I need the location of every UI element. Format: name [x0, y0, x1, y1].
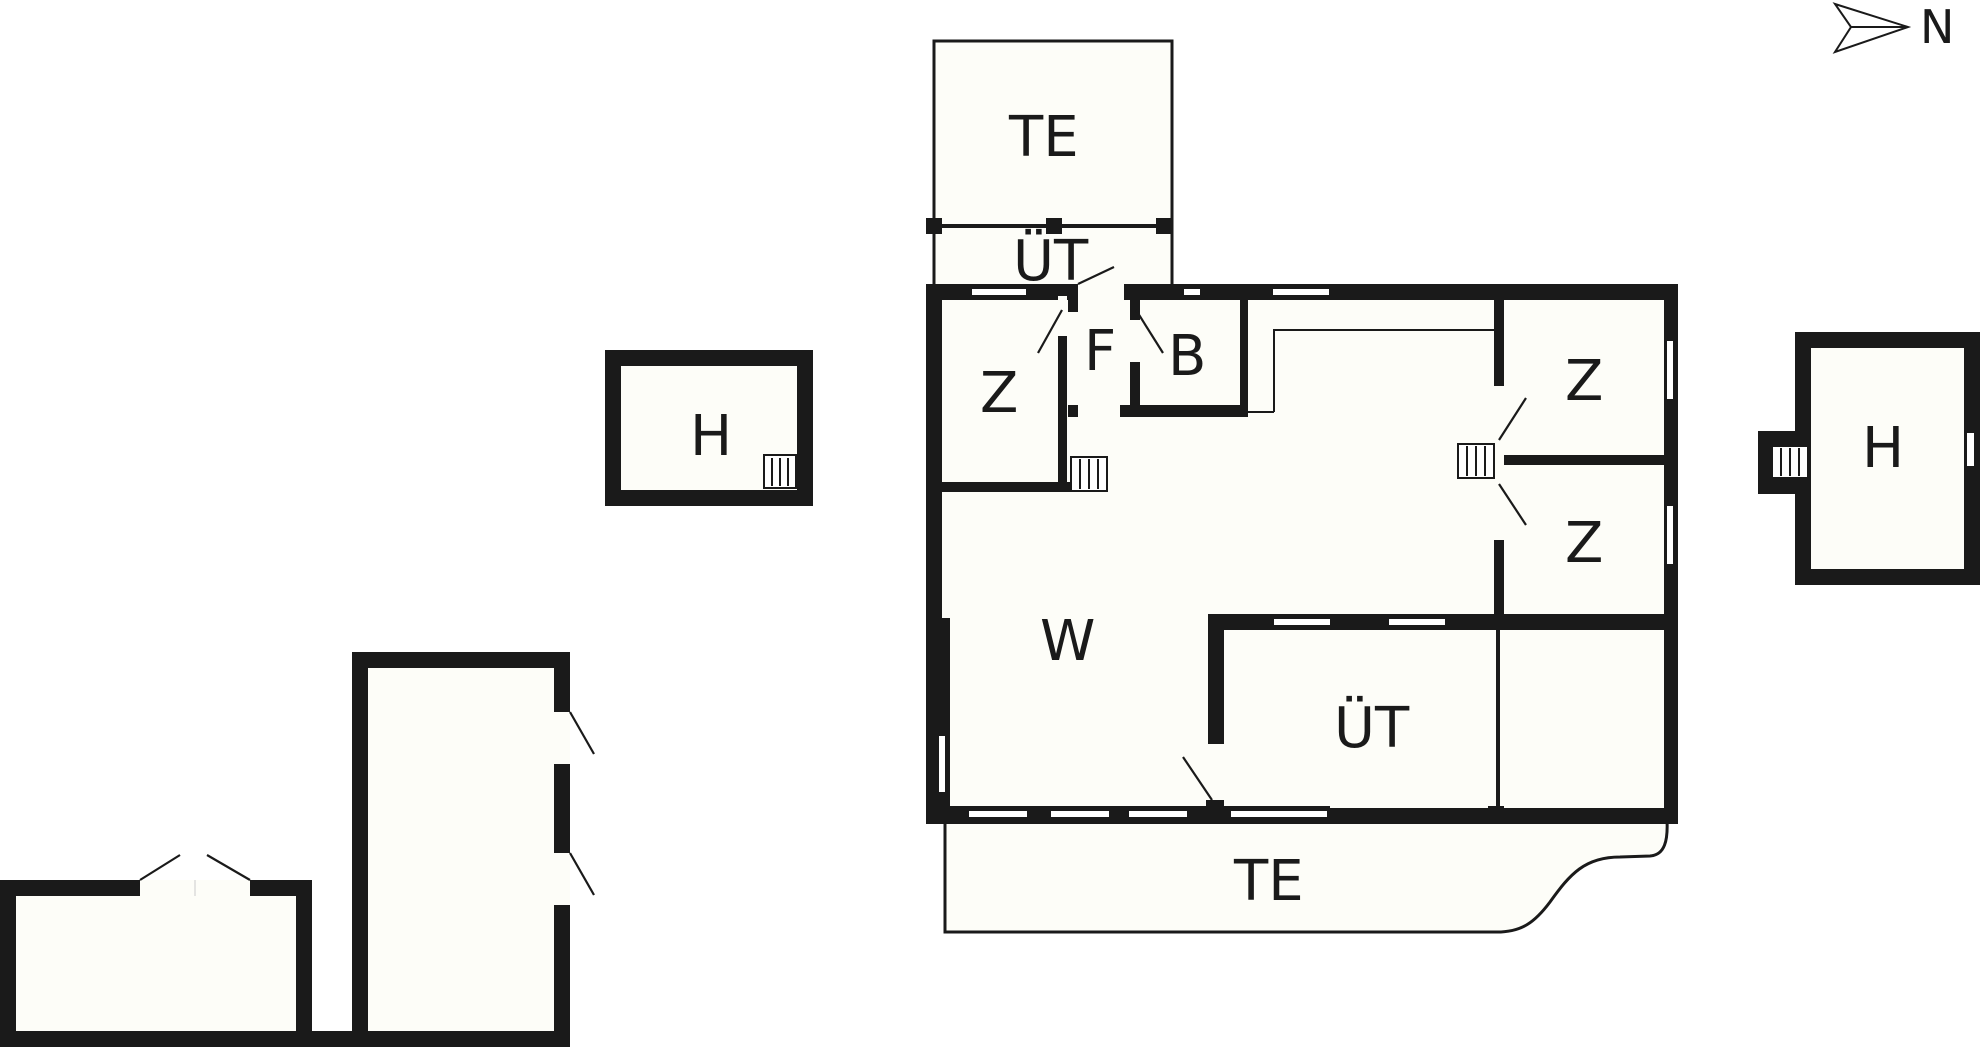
window: [967, 809, 1029, 819]
door: [1498, 483, 1527, 526]
door: [1182, 756, 1213, 801]
room-label-shed-west: H: [690, 404, 732, 469]
room-label-entrance-top: ÜT: [1013, 229, 1089, 294]
compass: N: [1832, 0, 1954, 54]
window: [1049, 809, 1111, 819]
door: [1077, 266, 1115, 285]
door: [569, 852, 595, 896]
window: [1665, 339, 1675, 401]
stairs: [763, 454, 797, 489]
window: [1965, 431, 1976, 468]
door: [1037, 309, 1063, 354]
door: [139, 854, 181, 881]
shed-east: H: [1758, 332, 1980, 585]
window: [1182, 287, 1202, 297]
door: [569, 711, 595, 755]
window: [1387, 617, 1447, 627]
window: [1229, 809, 1329, 819]
room-label-shed-east: H: [1862, 416, 1904, 481]
window: [970, 287, 1028, 297]
room-label-utility-bottom: ÜT: [1334, 696, 1410, 761]
room-label-bathroom: B: [1168, 324, 1206, 389]
outbuilding-low: [0, 854, 356, 1047]
room-label-terrace-bottom: TE: [1233, 849, 1304, 914]
shed-west: H: [605, 350, 813, 506]
window: [1271, 287, 1331, 297]
door: [1498, 397, 1527, 441]
door: [206, 854, 251, 881]
stairs: [1457, 443, 1495, 479]
door: [1135, 309, 1164, 354]
compass-label: N: [1920, 0, 1954, 54]
room-label-hallway: F: [1084, 319, 1116, 384]
window: [1127, 809, 1189, 819]
room-label-living: W: [1040, 609, 1095, 674]
main-house: TE ÜT Z F B Z Z W ÜT TE: [926, 39, 1678, 934]
room-label-room-ne-lower: Z: [1565, 511, 1603, 576]
stairs: [1771, 445, 1809, 479]
outbuilding-tall: [352, 652, 595, 1047]
window: [937, 734, 947, 794]
stairs: [1070, 456, 1108, 492]
room-label-terrace-top: TE: [1008, 105, 1079, 170]
window: [1665, 504, 1675, 566]
room-label-room-nw: Z: [980, 361, 1018, 426]
room-label-room-ne-upper: Z: [1565, 349, 1603, 414]
north-arrow-icon: [1832, 2, 1912, 54]
window: [1272, 617, 1332, 627]
